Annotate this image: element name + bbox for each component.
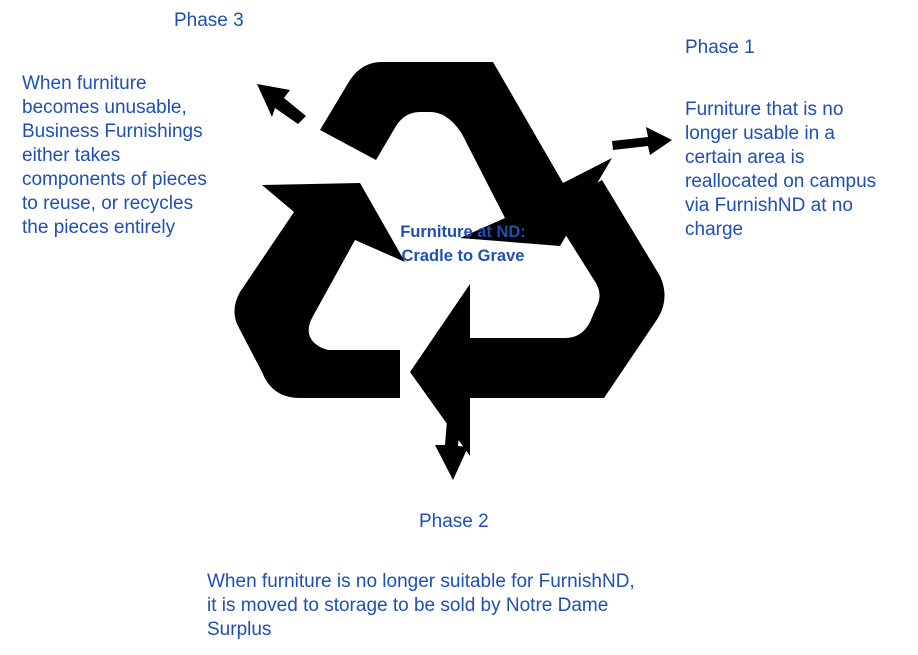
phase2-title: Phase 2 <box>419 511 489 532</box>
recycle-segment-top <box>320 62 612 246</box>
phase3-description-line: components of pieces <box>22 169 207 190</box>
phase1-description: Furniture that is no longer usable in a … <box>685 98 915 242</box>
phase1-description-line: reallocated on campus <box>685 171 877 192</box>
phase1-description-line: via FurnishND at no <box>685 195 853 216</box>
phase3-description-line: either takes <box>22 145 121 166</box>
phase1-title: Phase 1 <box>685 37 755 58</box>
phase2-description-line: it is moved to storage to be sold by Not… <box>207 595 609 616</box>
center-label-line: Furniture at ND: <box>400 223 526 241</box>
phase3-description: When furniture becomes unusable, Busines… <box>22 72 252 240</box>
phase2-description: When furniture is no longer suitable for… <box>207 570 677 642</box>
phase2-description-line: When furniture is no longer suitable for… <box>207 571 635 592</box>
phase3-description-line: Business Furnishings <box>22 121 203 142</box>
recycle-segment-right <box>410 180 665 456</box>
center-label: Furniture at ND: Cradle to Grave <box>370 220 556 268</box>
arrow-up-left-icon <box>257 84 306 124</box>
phase2-description-line: Surplus <box>207 619 272 640</box>
recycle-segment-left <box>234 183 405 398</box>
phase1-description-line: charge <box>685 219 744 240</box>
recycle-icon <box>234 62 665 456</box>
phase3-description-line: When furniture <box>22 73 147 94</box>
phase1-description-line: certain area is <box>685 147 805 168</box>
center-label-line: Cradle to Grave <box>401 247 525 265</box>
phase1-description-line: Furniture that is no <box>685 99 844 120</box>
phase1-description-line: longer usable in a <box>685 123 835 144</box>
phase3-title: Phase 3 <box>174 10 244 31</box>
arrow-down-icon <box>435 408 468 480</box>
phase3-description-line: the pieces entirely <box>22 217 176 238</box>
phase3-description-line: to reuse, or recycles <box>22 193 194 214</box>
arrow-right-icon <box>612 127 672 155</box>
phase3-description-line: becomes unusable, <box>22 97 187 118</box>
